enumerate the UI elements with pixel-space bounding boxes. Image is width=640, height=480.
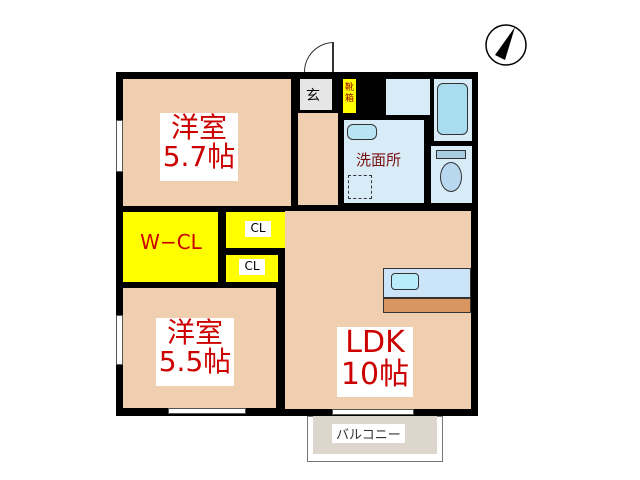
washing-machine-space bbox=[348, 175, 372, 199]
window bbox=[116, 315, 123, 365]
window bbox=[168, 408, 246, 414]
balcony-window bbox=[332, 409, 414, 415]
sink-icon bbox=[347, 124, 377, 140]
bathroom bbox=[386, 79, 430, 115]
washroom-label: 洗面所 bbox=[356, 151, 402, 169]
compass bbox=[483, 22, 529, 68]
western-room-2-label: 洋室 5.5帖 bbox=[156, 318, 234, 386]
kitchen-bar bbox=[383, 298, 471, 313]
ldk-label: LDK 10帖 bbox=[337, 327, 413, 397]
north-arrow-icon bbox=[485, 24, 527, 66]
entry-door-icon[interactable] bbox=[304, 42, 334, 72]
balcony-label: バルコニー bbox=[332, 424, 405, 443]
toilet-tank bbox=[436, 150, 466, 159]
entrance bbox=[300, 79, 332, 110]
hallway bbox=[298, 113, 338, 205]
western-room-1-label: 洋室 5.7帖 bbox=[160, 113, 238, 181]
closet-2-label: CL bbox=[239, 259, 265, 275]
closet-1-label: CL bbox=[245, 221, 271, 237]
toilet-icon bbox=[440, 162, 462, 192]
bathtub-icon bbox=[437, 83, 468, 135]
shoebox: 靴箱 bbox=[343, 79, 356, 113]
wcl-label: W−CL bbox=[127, 232, 215, 260]
window bbox=[116, 120, 123, 172]
entrance-label: 玄 bbox=[306, 88, 320, 104]
kitchen-sink-icon bbox=[391, 273, 419, 290]
